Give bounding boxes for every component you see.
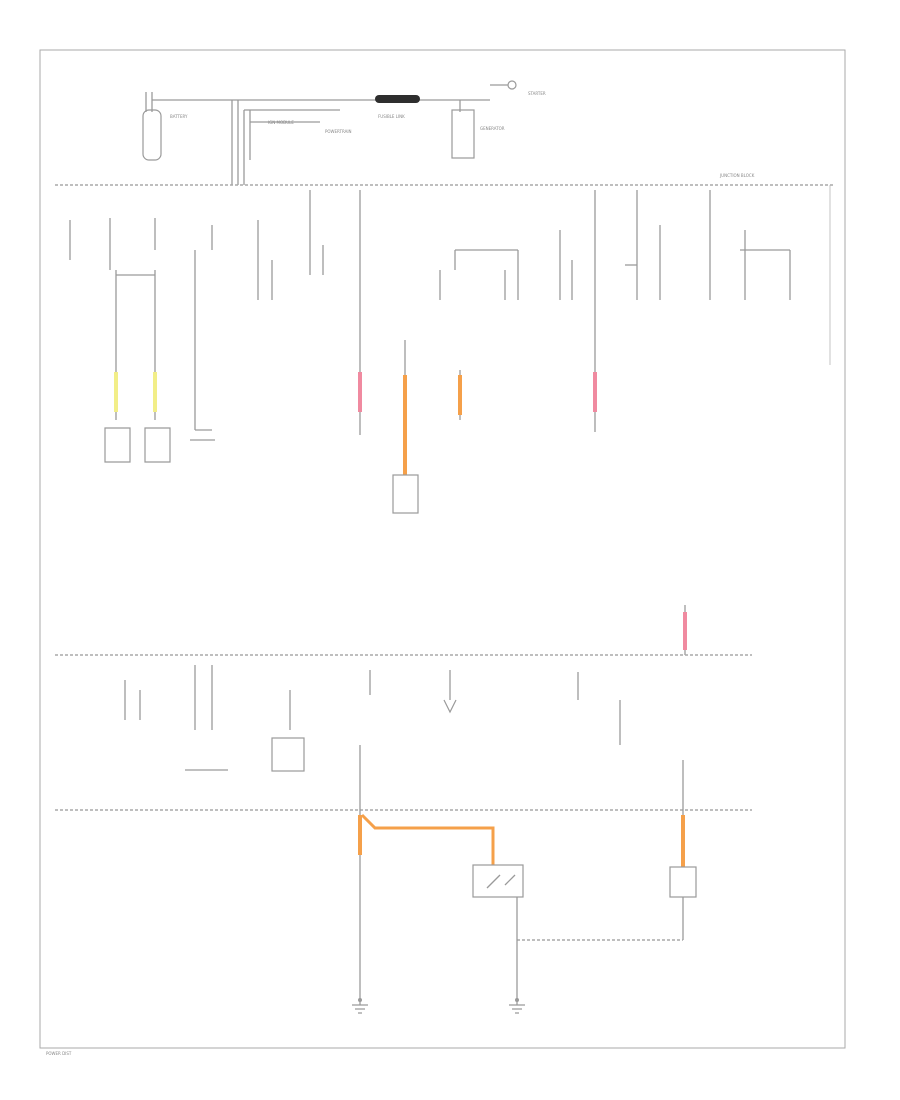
starter-terminal: [507, 80, 517, 90]
svg-text:POWERTRAIN: POWERTRAIN: [325, 129, 352, 134]
svg-text:IGN MODULE: IGN MODULE: [268, 120, 294, 125]
pink-wire-3: [683, 612, 687, 650]
module-box-2: [669, 866, 697, 898]
generator-symbol: [451, 109, 475, 159]
relay-box: [472, 864, 524, 898]
orange-harness-1: [360, 813, 495, 865]
battery-symbol: [142, 109, 162, 161]
page-ref: POWER DIST: [46, 1051, 72, 1056]
yellow-wire-2: [153, 372, 157, 412]
module-box-1: [392, 474, 419, 514]
power-source-section: BATTERY FUSIBLE LINK STARTER GENERATOR P…: [142, 80, 546, 185]
fusible-link-label: FUSIBLE LINK: [378, 114, 405, 119]
pink-wire-1: [358, 372, 362, 412]
junction-block-label: JUNCTION BLOCK: [719, 173, 755, 178]
yellow-wire-1: [114, 372, 118, 412]
orange-wire-3: [358, 815, 362, 855]
orange-wire-1: [403, 375, 407, 475]
starter-label: STARTER: [528, 91, 546, 96]
middle-section: [55, 605, 752, 772]
bottom-section: [352, 745, 697, 1014]
fuse-drops: [69, 190, 791, 514]
generator-label: GENERATOR: [480, 126, 505, 131]
orange-wire-4: [681, 815, 685, 867]
pink-wire-2: [593, 372, 597, 412]
battery-label: BATTERY: [170, 114, 188, 119]
fusible-link-symbol: [375, 95, 420, 103]
diagram-border: [39, 49, 846, 1049]
orange-wire-2: [458, 375, 462, 415]
